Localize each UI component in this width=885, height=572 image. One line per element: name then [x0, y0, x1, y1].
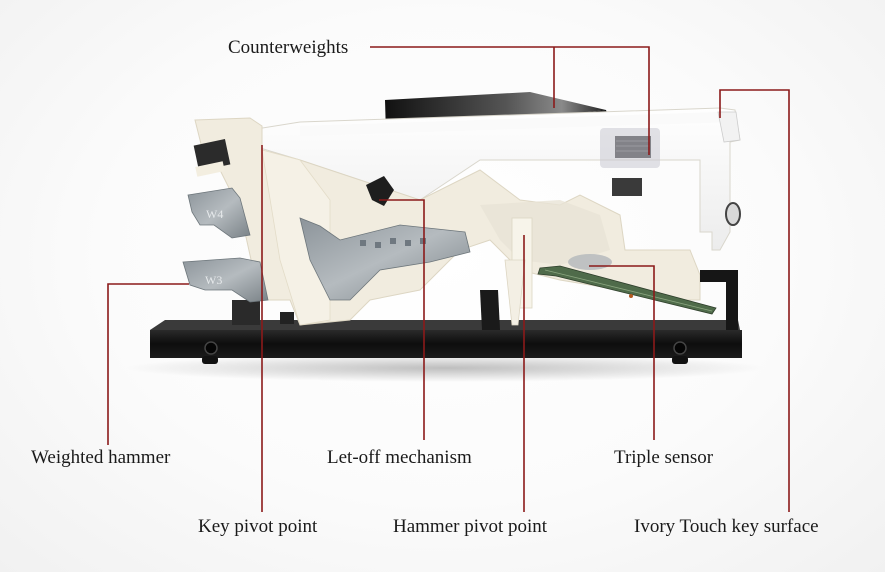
leader-counterweights	[370, 46, 650, 155]
base-rail	[150, 320, 742, 364]
label-ivory-touch-key-surface: Ivory Touch key surface	[634, 516, 819, 537]
hammer-weights	[182, 187, 471, 303]
label-weighted-hammer: Weighted hammer	[31, 447, 171, 468]
w3-marking: W3	[205, 273, 222, 287]
leader-weighted-hammer	[107, 283, 189, 445]
w4-marking: W4	[206, 207, 223, 221]
label-triple-sensor: Triple sensor	[614, 447, 714, 468]
leader-ivory-touch	[719, 89, 790, 512]
label-key-pivot-point: Key pivot point	[198, 516, 318, 537]
white-key	[249, 107, 741, 251]
label-hammer-pivot-point: Hammer pivot point	[393, 516, 548, 537]
leader-lines	[107, 46, 790, 512]
label-let-off-mechanism: Let-off mechanism	[327, 447, 472, 468]
leader-triple-sensor	[589, 265, 655, 440]
label-counterweights: Counterweights	[228, 37, 349, 58]
floor-shadow	[125, 354, 765, 382]
leader-let-off	[379, 199, 425, 440]
